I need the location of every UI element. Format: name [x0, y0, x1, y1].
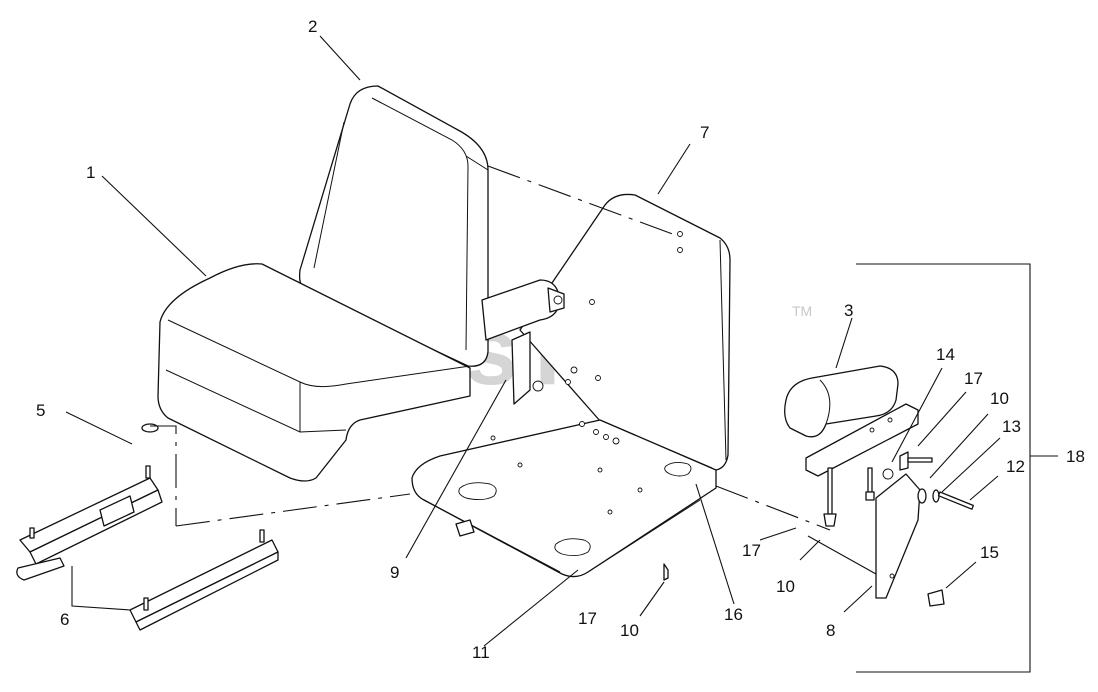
part-right-armrest-pad — [784, 365, 899, 438]
centerline-back-to-bracket — [487, 165, 679, 237]
centerline-washer — [150, 425, 177, 526]
callout-13: 13 — [1002, 417, 1021, 436]
part-seat-pan-bracket — [411, 193, 731, 578]
callout-12: 12 — [1006, 457, 1025, 476]
part-seat-cushion — [157, 263, 471, 482]
part-armrest-bracket — [805, 403, 921, 599]
callout-17-b: 17 — [578, 609, 597, 628]
callout-15: 15 — [980, 543, 999, 562]
callout-10-c: 10 — [990, 389, 1009, 408]
callout-5: 5 — [36, 401, 45, 420]
part-seat-slide-rails — [16, 465, 279, 631]
part-hardware — [663, 451, 975, 607]
callout-9: 9 — [390, 563, 399, 582]
callout-10-b: 10 — [620, 621, 639, 640]
part-left-armrest — [481, 279, 565, 405]
watermark-trademark: TM — [792, 303, 812, 319]
callout-18: 18 — [1066, 447, 1085, 466]
centerline-pan-to-arm — [715, 485, 831, 531]
callout-2: 2 — [308, 17, 317, 36]
callout-17-a: 17 — [742, 541, 761, 560]
leader-lines — [65, 35, 1058, 673]
callout-8: 8 — [826, 621, 835, 640]
part-washer — [141, 423, 159, 433]
callout-17-c: 17 — [964, 369, 983, 388]
callouts: 1 2 3 5 6 7 8 9 10 10 10 11 12 13 14 15 … — [36, 17, 1085, 662]
callout-10-a: 10 — [776, 577, 795, 596]
callout-11: 11 — [472, 643, 490, 662]
callout-14: 14 — [936, 345, 955, 364]
centerline-rails-to-pan — [175, 493, 411, 527]
callout-1: 1 — [86, 163, 95, 182]
callout-6: 6 — [60, 610, 69, 629]
callout-16: 16 — [724, 605, 743, 624]
callout-3: 3 — [844, 301, 853, 320]
callout-7: 7 — [700, 123, 709, 142]
